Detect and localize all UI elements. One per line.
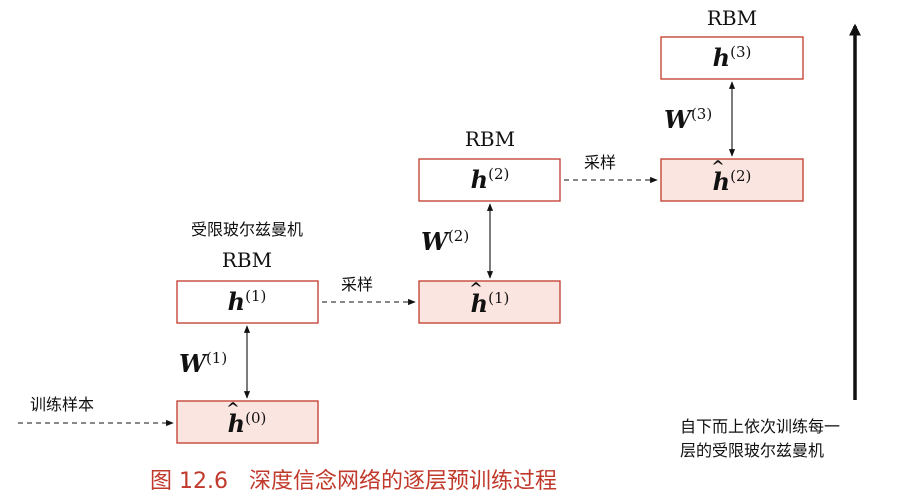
weight-label-3: W(3): [664, 105, 712, 134]
hat-mark-2: ^: [711, 157, 724, 176]
hidden-layer-box-3: [660, 36, 804, 80]
visible-layer-label-1: h(1): [471, 289, 510, 318]
direction-label-line-2: 层的受限玻尔兹曼机: [680, 441, 824, 460]
hat-mark-1: ^: [469, 279, 482, 298]
visible-layer-box-2: [660, 158, 804, 202]
hidden-layer-label-3: h(3): [713, 43, 752, 72]
rbm-label-3: RBM: [707, 6, 757, 30]
rbm-label-1: RBM: [222, 248, 272, 272]
hidden-layer-label-1: h(1): [228, 287, 267, 316]
visible-layer-label-2: h(2): [713, 167, 752, 196]
weight-label-2: W(2): [421, 227, 469, 256]
sample-label-1: 采样: [341, 275, 373, 294]
sample-label-2: 采样: [584, 153, 616, 172]
hidden-layer-box-2: [418, 158, 561, 202]
direction-label-line-1: 自下而上依次训练每一: [680, 417, 840, 436]
hidden-layer-label-2: h(2): [471, 165, 510, 194]
hidden-layer-box-1: [176, 280, 319, 324]
training-sample-label: 训练样本: [30, 395, 94, 414]
hat-mark-0: ^: [226, 399, 239, 418]
rbm-full-name-label: 受限玻尔兹曼机: [191, 220, 303, 239]
rbm-label-2: RBM: [465, 127, 515, 151]
visible-layer-box-1: [418, 280, 561, 324]
weight-label-1: W(1): [179, 349, 227, 378]
visible-layer-box-0: [176, 400, 319, 444]
visible-layer-label-0: h(0): [228, 409, 267, 438]
figure-caption: 图 12.6 深度信念网络的逐层预训练过程: [150, 469, 557, 494]
